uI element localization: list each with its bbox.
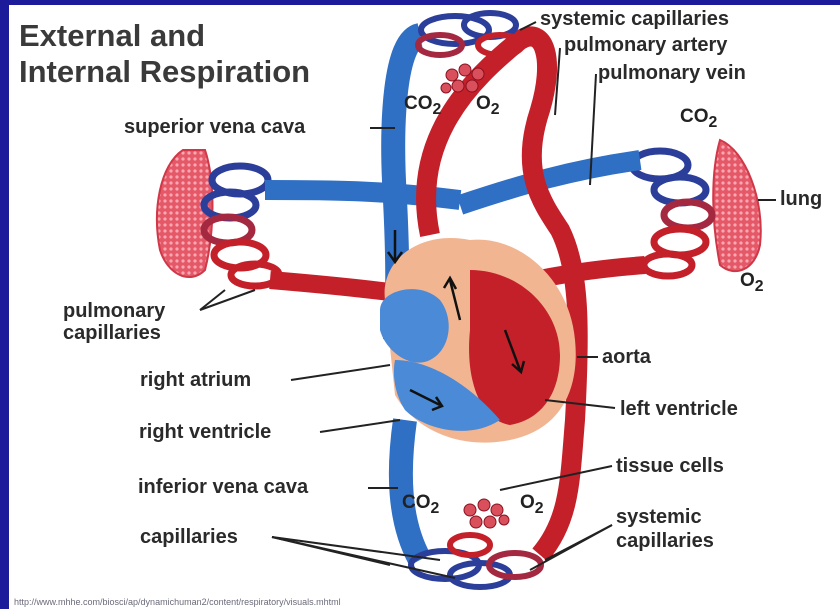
inferior-vena-cava-vessel	[401, 420, 420, 560]
label-pulmonary-artery: pulmonary artery	[564, 34, 727, 56]
label-capillaries: capillaries	[140, 526, 238, 548]
gas-co2-lung: CO2	[680, 106, 717, 132]
gas-co2-bottom: CO2	[402, 492, 439, 518]
left-lung	[157, 150, 213, 277]
label-systemic-capillaries-bottom-2: capillaries	[616, 530, 714, 552]
label-right-atrium: right atrium	[140, 369, 251, 391]
right-lung	[713, 140, 761, 271]
label-tissue-cells: tissue cells	[616, 455, 724, 477]
label-superior-vena-cava: superior vena cava	[124, 116, 305, 138]
label-aorta: aorta	[602, 346, 651, 368]
right-atrium-chamber	[380, 289, 449, 363]
bottom-tissue-cells	[464, 499, 509, 528]
label-left-ventricle: left ventricle	[620, 398, 738, 420]
gas-o2-bottom: O2	[520, 492, 544, 518]
label-pulmonary-capillaries-2: capillaries	[63, 322, 161, 344]
bottom-systemic-capillaries	[411, 535, 541, 587]
label-right-ventricle: right ventricle	[139, 421, 271, 443]
source-url: http://www.mhhe.com/biosci/ap/dynamichum…	[14, 597, 341, 607]
label-pulmonary-vein: pulmonary vein	[598, 62, 746, 84]
gas-o2-top: O2	[476, 93, 500, 119]
title-line-2: Internal Respiration	[19, 54, 310, 90]
gas-co2-top: CO2	[404, 93, 441, 119]
label-systemic-capillaries-bottom-1: systemic	[616, 506, 702, 528]
label-inferior-vena-cava: inferior vena cava	[138, 476, 308, 498]
title-line-1: External and	[19, 18, 310, 54]
diagram-title: External and Internal Respiration	[19, 18, 310, 90]
gas-o2-lung: O2	[740, 270, 764, 296]
top-tissue-cells	[441, 64, 484, 93]
label-lung: lung	[780, 188, 822, 210]
label-systemic-capillaries-top: systemic capillaries	[540, 8, 729, 30]
label-pulmonary-capillaries-1: pulmonary	[63, 300, 165, 322]
